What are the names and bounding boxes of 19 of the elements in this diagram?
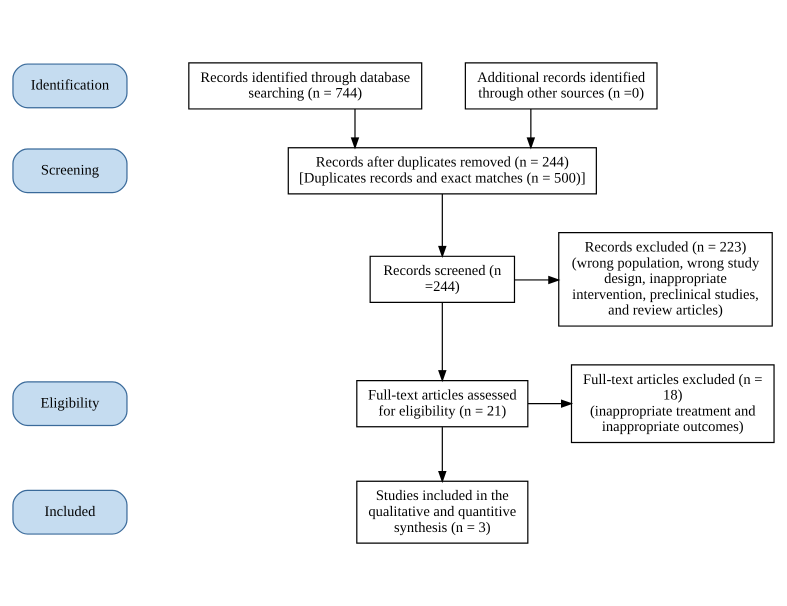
node-box: Full-text articles excluded (n = 18) (inappropriate treatment and inappropriate outcomes) <box>570 364 775 444</box>
node-box: Identification <box>12 63 128 108</box>
node-box: Records after duplicates removed (n = 244) [Duplicates records and exact matches (n = 500)] <box>288 147 597 194</box>
arrow <box>526 109 536 150</box>
arrow <box>438 427 447 484</box>
node-box: Additional records identified through other sources (n =0) <box>464 62 658 110</box>
node-box: Studies included in the qualitative and quantitive synthesis (n = 3) <box>356 480 528 544</box>
arrow <box>350 109 360 150</box>
node-box: Screening <box>12 148 128 194</box>
node-box: Included <box>12 490 128 535</box>
arrow <box>438 194 447 258</box>
node-box: Records identified through database searching (n = 744) <box>188 62 422 110</box>
arrow <box>528 399 574 408</box>
node-box: Eligibility <box>12 381 128 426</box>
node-box: Records screened (n =244) <box>370 256 516 303</box>
arrow <box>438 302 447 382</box>
arrow <box>514 276 560 284</box>
node-box: Records excluded (n = 223) (wrong population, wrong study design, inappropriate intervention, preclinical studies, and review articles) <box>558 232 773 327</box>
node-box: Full-text articles assessed for eligibility (n = 21) <box>356 380 528 428</box>
